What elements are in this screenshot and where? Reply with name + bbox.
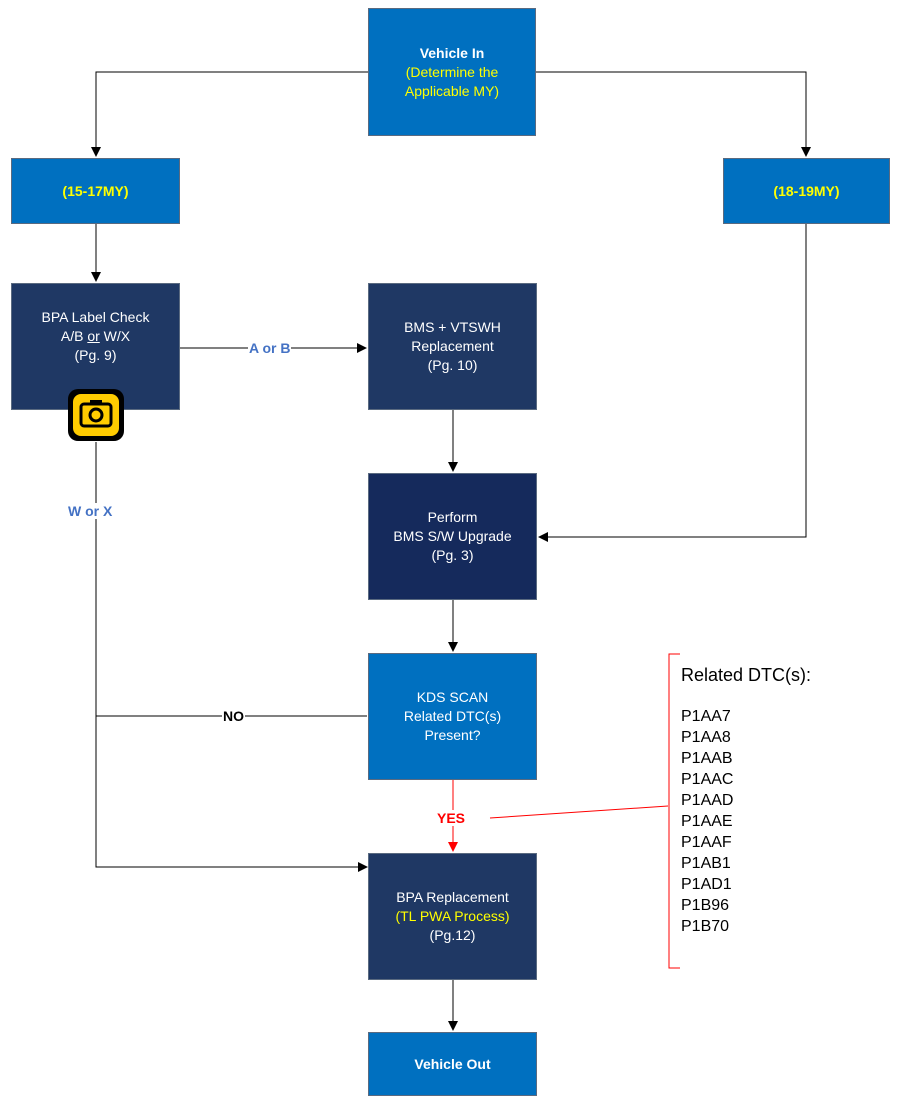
node-vehicle-out: Vehicle Out xyxy=(368,1032,537,1096)
node-perform-bms-upgrade: Perform BMS S/W Upgrade (Pg. 3) xyxy=(368,473,537,600)
vtswh-page: (Pg. 10) xyxy=(427,357,478,373)
dtc-code: P1AA7 xyxy=(681,708,731,725)
dtc-code: P1B96 xyxy=(681,897,730,914)
edge-label-w-or-x: W or X xyxy=(67,503,114,519)
node-15-17my: (15-17MY) xyxy=(11,158,180,224)
node-18-19my-label: (18-19MY) xyxy=(773,182,840,199)
node-vehicle-in: Vehicle In (Determine the Applicable MY) xyxy=(368,8,536,136)
related-dtc-panel: Related DTC(s): P1AA7 P1AA8 P1AAB P1AAC … xyxy=(681,664,861,937)
edge-vehicle-in-to-18-19 xyxy=(536,71,811,157)
label-check-or: or xyxy=(87,328,100,344)
vehicle-in-note-line2: Applicable MY) xyxy=(404,82,500,99)
dtc-code: P1AAB xyxy=(681,750,733,767)
edge-vehicle-in-to-15-17 xyxy=(91,71,368,157)
dtc-code: P1AB1 xyxy=(681,855,731,872)
replacement-page: (Pg.12) xyxy=(429,927,476,943)
node-bpa-replacement: BPA Replacement (TL PWA Process) (Pg.12) xyxy=(368,853,537,980)
replacement-line2: (TL PWA Process) xyxy=(395,908,510,924)
dtc-bracket xyxy=(668,653,680,969)
node-bpa-label-check: BPA Label Check A/B or W/X (Pg. 9) xyxy=(11,283,180,410)
dtc-code: P1AAE xyxy=(681,813,733,830)
kds-line2: Related DTC(s) xyxy=(403,708,502,724)
label-check-line2: A/B or W/X xyxy=(61,327,130,346)
kds-line3: Present? xyxy=(424,727,481,743)
node-18-19my: (18-19MY) xyxy=(723,158,890,224)
label-check-page: (Pg. 9) xyxy=(74,347,117,363)
dtc-list: P1AA7 P1AA8 P1AAB P1AAC P1AAD P1AAE P1AA… xyxy=(681,706,861,937)
upgrade-line1: Perform xyxy=(427,509,478,525)
vehicle-out-label: Vehicle Out xyxy=(414,1055,491,1072)
edge-label-yes: YES xyxy=(436,810,467,826)
node-bms-vtswh-replacement: BMS + VTSWH Replacement (Pg. 10) xyxy=(368,283,537,410)
label-check-wx: W/X xyxy=(99,328,131,344)
dtc-code: P1B70 xyxy=(681,918,730,935)
vtswh-line2: Replacement xyxy=(411,338,494,354)
node-kds-scan: KDS SCAN Related DTC(s) Present? xyxy=(368,653,537,780)
dtc-title: Related DTC(s): xyxy=(681,665,812,685)
dtc-code: P1AAD xyxy=(681,792,734,809)
vehicle-in-note-line1: (Determine the xyxy=(405,63,499,80)
label-check-line1: BPA Label Check xyxy=(41,309,150,325)
dtc-code: P1AD1 xyxy=(681,876,732,893)
edge-18-19-to-upgrade xyxy=(538,224,807,542)
replacement-line1: BPA Replacement xyxy=(396,889,509,905)
edge-w-or-x xyxy=(95,442,368,872)
dtc-code: P1AAF xyxy=(681,834,732,851)
dtc-code: P1AA8 xyxy=(681,729,731,746)
vehicle-in-title: Vehicle In xyxy=(419,44,485,61)
node-15-17my-label: (15-17MY) xyxy=(62,182,129,199)
label-check-ab: A/B xyxy=(60,328,88,344)
upgrade-line2: BMS S/W Upgrade xyxy=(393,528,512,544)
dtc-pointer-line xyxy=(489,805,669,819)
vtswh-line1: BMS + VTSWH xyxy=(404,319,501,335)
dtc-code: P1AAC xyxy=(681,771,734,788)
kds-line1: KDS SCAN xyxy=(416,689,489,705)
camera-icon xyxy=(68,389,124,441)
upgrade-page: (Pg. 3) xyxy=(431,547,474,563)
edge-label-a-or-b: A or B xyxy=(248,340,292,356)
edge-label-no: NO xyxy=(222,708,245,724)
